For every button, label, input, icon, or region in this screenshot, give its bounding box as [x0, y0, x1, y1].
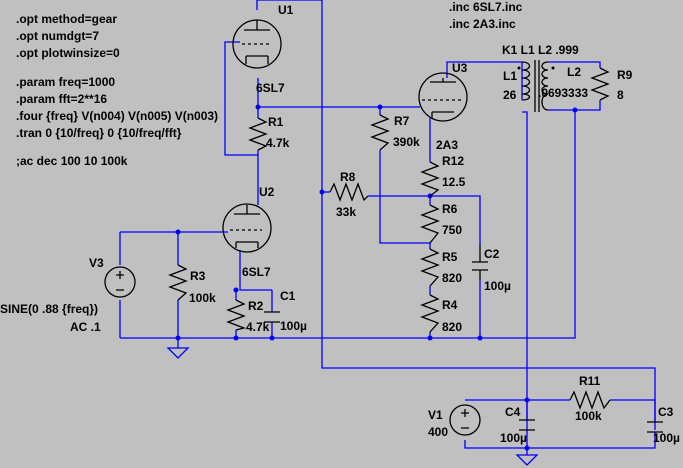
r6-value: 750: [442, 223, 462, 237]
directive-ac: ;ac dec 100 10 100k: [16, 154, 128, 168]
resistor-r11[interactable]: R11 100k: [569, 374, 611, 423]
directive-four: .four {freq} V(n004) V(n005) V(n003): [16, 109, 218, 123]
resistor-r12[interactable]: R12 12.5: [420, 154, 466, 197]
u2-value: 6SL7: [242, 265, 271, 279]
r7-ref: R7: [394, 114, 410, 128]
c3-value: 100µ: [653, 431, 680, 445]
resistor-r5[interactable]: R5 820: [420, 248, 462, 287]
l2-ref: L2: [567, 65, 581, 79]
r11-value: 100k: [575, 409, 602, 423]
u3-ref: U3: [452, 61, 468, 75]
u1-value: 6SL7: [256, 81, 285, 95]
ground-symbol-supply: [515, 454, 539, 466]
r6-ref: R6: [442, 202, 458, 216]
r12-ref: R12: [442, 154, 464, 168]
c1-ref: C1: [280, 289, 296, 303]
directive-opt-plotwinsize: .opt plotwinsize=0: [16, 46, 120, 60]
r5-ref: R5: [442, 250, 458, 264]
resistor-r8[interactable]: R8 33k: [329, 170, 369, 219]
resistor-r2[interactable]: R2 4.7k: [226, 299, 270, 334]
r9-value: 8: [617, 88, 624, 102]
resistor-r4[interactable]: R4 820: [420, 294, 462, 334]
r8-value: 33k: [336, 205, 356, 219]
r8-ref: R8: [340, 170, 356, 184]
r2-ref: R2: [248, 299, 264, 313]
r3-ref: R3: [190, 269, 206, 283]
r12-value: 12.5: [442, 175, 466, 189]
tube-u1[interactable]: U1 6SL7: [232, 3, 294, 95]
capacitor-c2[interactable]: C2 100µ: [472, 245, 511, 293]
directive-coupling: K1 L1 L2 .999: [502, 43, 579, 57]
transformer-core: [534, 60, 540, 112]
r2-value: 4.7k: [246, 320, 270, 334]
voltage-source-v1[interactable]: V1 400: [428, 404, 481, 439]
spice-directives: .opt method=gear .opt numdgt=7 .opt plot…: [16, 0, 579, 168]
directive-tran: .tran 0 {10/freq} 0 {10/freq/fft}: [16, 126, 182, 140]
u3-value: 2A3: [436, 138, 458, 152]
v3-value: SINE(0 .88 {freq}): [0, 302, 98, 316]
r5-value: 820: [442, 271, 462, 285]
voltage-source-v3[interactable]: V3 SINE(0 .88 {freq}) AC .1: [0, 256, 136, 334]
r9-ref: R9: [617, 68, 633, 82]
r7-value: 390k: [393, 135, 420, 149]
resistor-r1[interactable]: R1 4.7k: [248, 115, 290, 151]
v3-ref: V3: [89, 256, 104, 270]
directive-inc-6sl7: .inc 6SL7.inc: [449, 0, 523, 14]
resistor-r9[interactable]: R9 8: [590, 67, 633, 102]
r3-value: 100k: [189, 291, 216, 305]
c4-ref: C4: [505, 405, 521, 419]
inductor-l2[interactable]: L2 .0693333: [538, 61, 588, 111]
directive-opt-method: .opt method=gear: [16, 12, 117, 26]
l2-value: .0693333: [538, 86, 588, 100]
directive-param-fft: .param fft=2**16: [16, 92, 107, 106]
tube-u2[interactable]: U2 6SL7: [222, 185, 275, 279]
u1-ref: U1: [278, 3, 294, 17]
v3-ac: AC .1: [70, 320, 101, 334]
r1-ref: R1: [268, 115, 284, 129]
u2-ref: U2: [259, 185, 275, 199]
c1-value: 100µ: [280, 319, 307, 333]
v1-value: 400: [428, 425, 448, 439]
junctions: [175, 104, 578, 451]
c2-ref: C2: [484, 247, 500, 261]
r4-ref: R4: [442, 298, 458, 312]
capacitor-c4[interactable]: C4 100µ: [500, 405, 535, 445]
directive-param-freq: .param freq=1000: [16, 75, 115, 89]
c2-value: 100µ: [484, 279, 511, 293]
directive-inc-2a3: .inc 2A3.inc: [449, 17, 516, 31]
ground-symbol-input: [166, 347, 190, 359]
r11-ref: R11: [579, 374, 601, 388]
tube-u3[interactable]: U3 2A3: [418, 61, 468, 152]
capacitor-c3[interactable]: C3 100µ: [647, 405, 680, 445]
resistor-r7[interactable]: R7 390k: [370, 114, 420, 151]
r4-value: 820: [442, 320, 462, 334]
resistor-r3[interactable]: R3 100k: [168, 264, 216, 305]
l1-ref: L1: [503, 69, 517, 83]
r1-value: 4.7k: [266, 136, 290, 150]
inductor-l1[interactable]: L1 26: [503, 61, 531, 102]
c3-ref: C3: [658, 405, 674, 419]
c4-value: 100µ: [500, 431, 527, 445]
capacitor-c1[interactable]: C1 100µ: [264, 289, 307, 333]
l1-value: 26: [503, 88, 517, 102]
directive-opt-numdgt: .opt numdgt=7: [16, 29, 99, 43]
resistor-r6[interactable]: R6 750: [420, 202, 462, 244]
v1-ref: V1: [428, 408, 443, 422]
